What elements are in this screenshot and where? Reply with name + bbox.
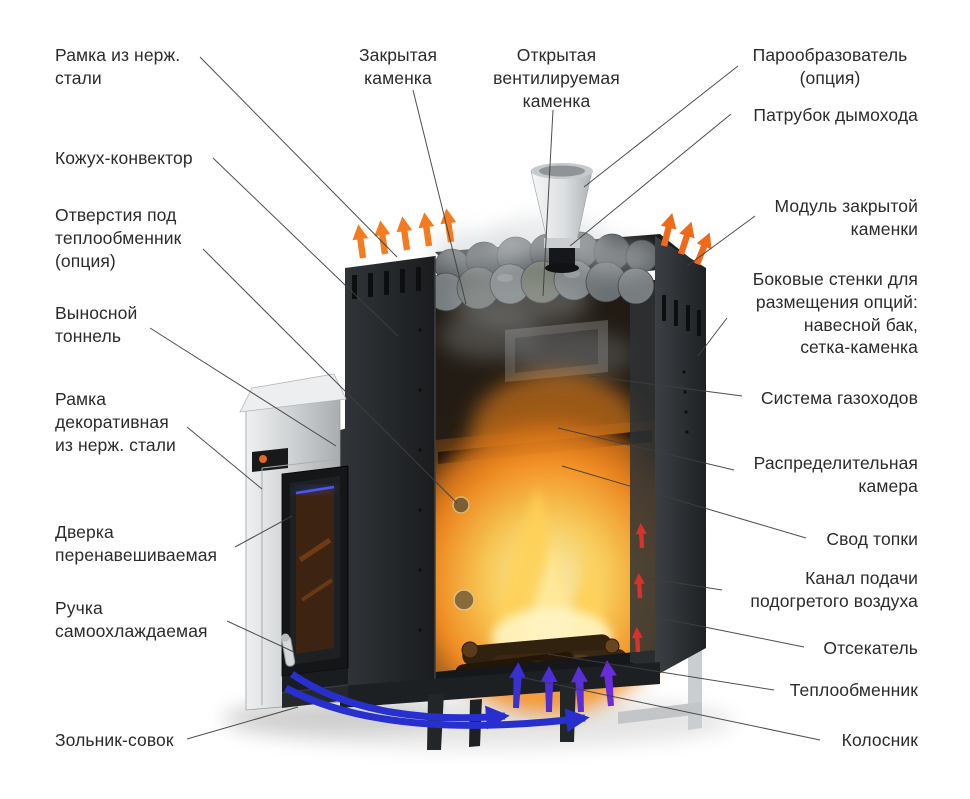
label-firebox-arch: Свод топки: [826, 529, 918, 549]
stove-right-panel: [655, 236, 706, 676]
cold-air-arrows: [284, 659, 620, 733]
label-handle-self-cooling: Ручка самоохлаждаемая: [55, 598, 208, 641]
heat-exchanger-hole-lower: [453, 589, 475, 611]
label-steam-generator: Парообразователь (опция): [752, 45, 908, 88]
label-side-walls: Боковые стенки для размещения опций: нав…: [752, 269, 918, 358]
label-door-reversible: Дверка перенавешиваемая: [55, 522, 218, 565]
label-open-ventilated-chamber: Открытая вентилируемая каменка: [493, 45, 620, 111]
label-heat-exchanger: Теплообменник: [789, 680, 918, 700]
label-grate: Колосник: [841, 730, 918, 750]
door-handle: [281, 633, 296, 667]
label-chimney-pipe: Патрубок дымохода: [753, 105, 918, 125]
brand-plate: [252, 448, 288, 472]
led-strip: [295, 485, 335, 495]
label-decorative-frame: Рамка декоративная из нерж. стали: [55, 389, 176, 455]
label-closed-chamber-module: Модуль закрытой каменки: [774, 196, 918, 239]
label-ash-pan: Зольник-совок: [55, 730, 174, 750]
leader-lines: [149, 56, 821, 741]
air-channel-wall: [630, 282, 655, 672]
heat-exchanger-hole-upper: [452, 496, 470, 514]
label-gas-duct-system: Система газоходов: [760, 388, 918, 408]
label-frame-stainless: Рамка из нерж. стали: [55, 45, 181, 88]
label-heat-exchanger-holes: Отверстия под теплообменник (опция): [55, 205, 182, 271]
label-closed-stone-chamber: Закрытая каменка: [358, 45, 438, 88]
support-stand: [618, 638, 702, 730]
label-splitter: Отсекатель: [823, 638, 918, 658]
stove-door: [281, 465, 349, 677]
door-glass: [296, 486, 334, 654]
fire: [408, 417, 688, 713]
label-convector-casing: Кожух-конвектор: [55, 148, 193, 168]
label-distribution-chamber: Распределительная камера: [753, 453, 918, 496]
stove-left-panel: [345, 256, 436, 695]
label-heated-air-channel: Канал подачи подогретого воздуха: [750, 568, 918, 611]
label-remote-tunnel: Выносной тоннель: [55, 303, 138, 346]
